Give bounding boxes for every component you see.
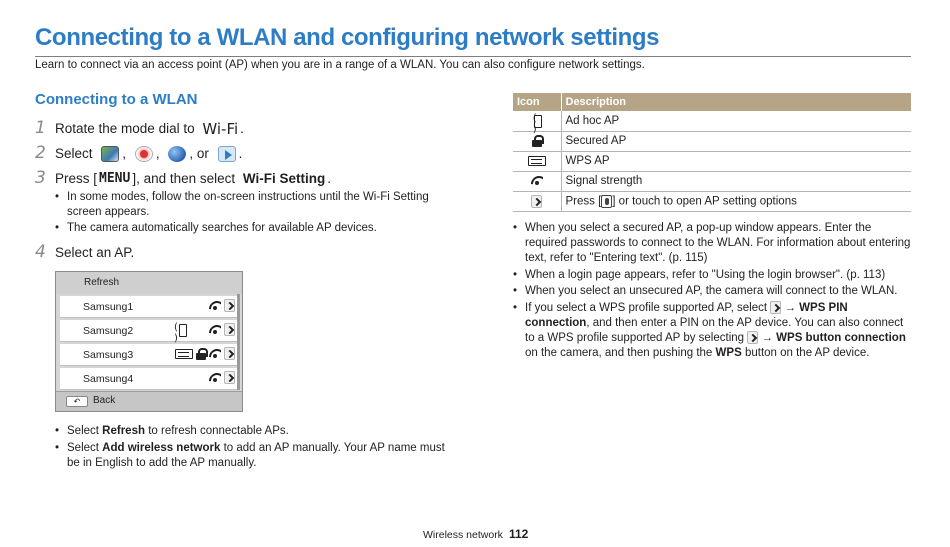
wifi-signal-icon xyxy=(531,176,543,186)
title-divider xyxy=(35,56,911,57)
ap-row[interactable]: Samsung1 xyxy=(60,296,240,318)
remote-viewfinder-icon xyxy=(134,145,153,162)
note-bullet: •When you select an unsecured AP, the ca… xyxy=(513,285,898,297)
chevron-right-icon[interactable] xyxy=(224,371,235,384)
wps-icon xyxy=(175,348,193,359)
lock-icon xyxy=(196,347,208,360)
step-2: 2 Select , , , or . xyxy=(35,143,243,163)
step-3: 3 Press [MENU], and then select Wi-Fi Se… xyxy=(35,168,332,188)
chevron-right-icon xyxy=(747,331,759,345)
ap-row[interactable]: Samsung4 xyxy=(60,368,240,390)
menu-button-label: MENU xyxy=(99,171,131,186)
table-row: WPS AP xyxy=(513,151,911,172)
step3-note: •In some modes, follow the on-screen ins… xyxy=(55,191,429,218)
table-header-icon: Icon xyxy=(513,93,562,111)
table-row: Press [] or touch to open AP setting opt… xyxy=(513,191,911,212)
chevron-right-icon[interactable] xyxy=(224,323,235,336)
step-number: 1 xyxy=(35,118,46,138)
step-number: 3 xyxy=(35,168,46,188)
step-text: Select xyxy=(55,146,93,161)
lock-icon xyxy=(531,134,544,147)
table-row: Signal strength xyxy=(513,171,911,192)
table-header-description: Description xyxy=(561,93,911,111)
refresh-option[interactable]: Refresh xyxy=(56,272,242,294)
touch-button-icon xyxy=(601,194,613,208)
tip-bullet: •Select Add wireless network to add an A… xyxy=(55,442,445,469)
tip-bullet: •Select Refresh to refresh connectable A… xyxy=(55,425,289,437)
note-bullet: •When you select a secured AP, a pop-up … xyxy=(513,222,911,264)
wifi-mode-label: Wi-Fi xyxy=(202,119,239,138)
note-bullet: •If you select a WPS profile supported A… xyxy=(513,301,906,359)
step3-note: •The camera automatically searches for a… xyxy=(55,222,377,234)
chevron-right-icon[interactable] xyxy=(224,299,235,312)
step-number: 4 xyxy=(35,242,46,262)
wps-icon xyxy=(527,155,546,166)
ap-row[interactable]: Samsung3 xyxy=(60,344,240,366)
chevron-right-icon xyxy=(531,194,543,208)
footer-section: Wireless network xyxy=(423,529,503,541)
wifi-setting-label: Wi-Fi Setting xyxy=(242,171,326,186)
intro-text: Learn to connect via an access point (AP… xyxy=(35,59,645,71)
ap-icon-table: Icon Description Ad hoc AP Secured AP WP… xyxy=(513,93,911,212)
photo-share-icon xyxy=(101,145,120,162)
page-title: Connecting to a WLAN and configuring net… xyxy=(35,24,660,51)
wifi-signal-icon xyxy=(209,349,221,358)
scrollbar[interactable] xyxy=(237,294,240,390)
wifi-signal-icon xyxy=(209,325,221,334)
section-heading: Connecting to a WLAN xyxy=(35,91,198,108)
chevron-right-icon[interactable] xyxy=(224,347,235,360)
table-row: Secured AP xyxy=(513,131,911,152)
note-bullet: •When a login page appears, refer to "Us… xyxy=(513,269,886,281)
step-number: 2 xyxy=(35,143,46,163)
wifi-signal-icon xyxy=(209,373,221,382)
chevron-right-icon xyxy=(770,301,782,315)
ap-row[interactable]: Samsung2 xyxy=(60,320,240,344)
step-text: Rotate the mode dial to xyxy=(55,121,195,136)
back-button[interactable]: ↶ Back xyxy=(56,391,242,411)
video-play-icon xyxy=(217,145,236,162)
wifi-signal-icon xyxy=(209,301,221,310)
step-4: 4 Select an AP. xyxy=(35,242,135,262)
camera-ap-list-screen: Refresh Samsung1 Samsung2 Samsung3 Samsu… xyxy=(55,271,243,412)
page-footer: Wireless network 112 xyxy=(423,527,528,541)
globe-icon xyxy=(168,145,187,162)
page-number: 112 xyxy=(508,527,529,541)
table-row: Ad hoc AP xyxy=(513,111,911,135)
step-1: 1 Rotate the mode dial to Wi-Fi. xyxy=(35,118,244,138)
back-arrow-icon: ↶ xyxy=(66,396,88,407)
adhoc-icon xyxy=(174,322,189,344)
adhoc-icon xyxy=(529,113,544,135)
